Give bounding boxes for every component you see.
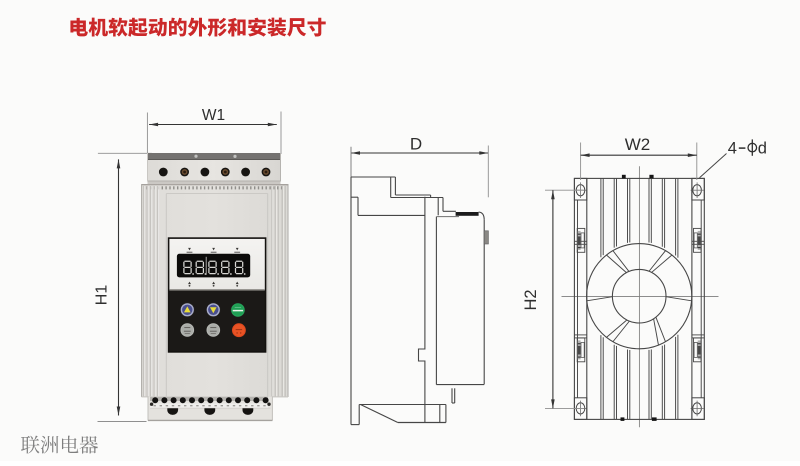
- svg-text:W2: W2: [625, 135, 651, 154]
- svg-text:D: D: [410, 135, 422, 154]
- svg-text:W1: W1: [202, 107, 225, 124]
- svg-text:H2: H2: [522, 289, 540, 310]
- svg-text:4: 4: [728, 140, 737, 158]
- svg-text:H1: H1: [94, 285, 111, 306]
- svg-text:d: d: [758, 140, 767, 158]
